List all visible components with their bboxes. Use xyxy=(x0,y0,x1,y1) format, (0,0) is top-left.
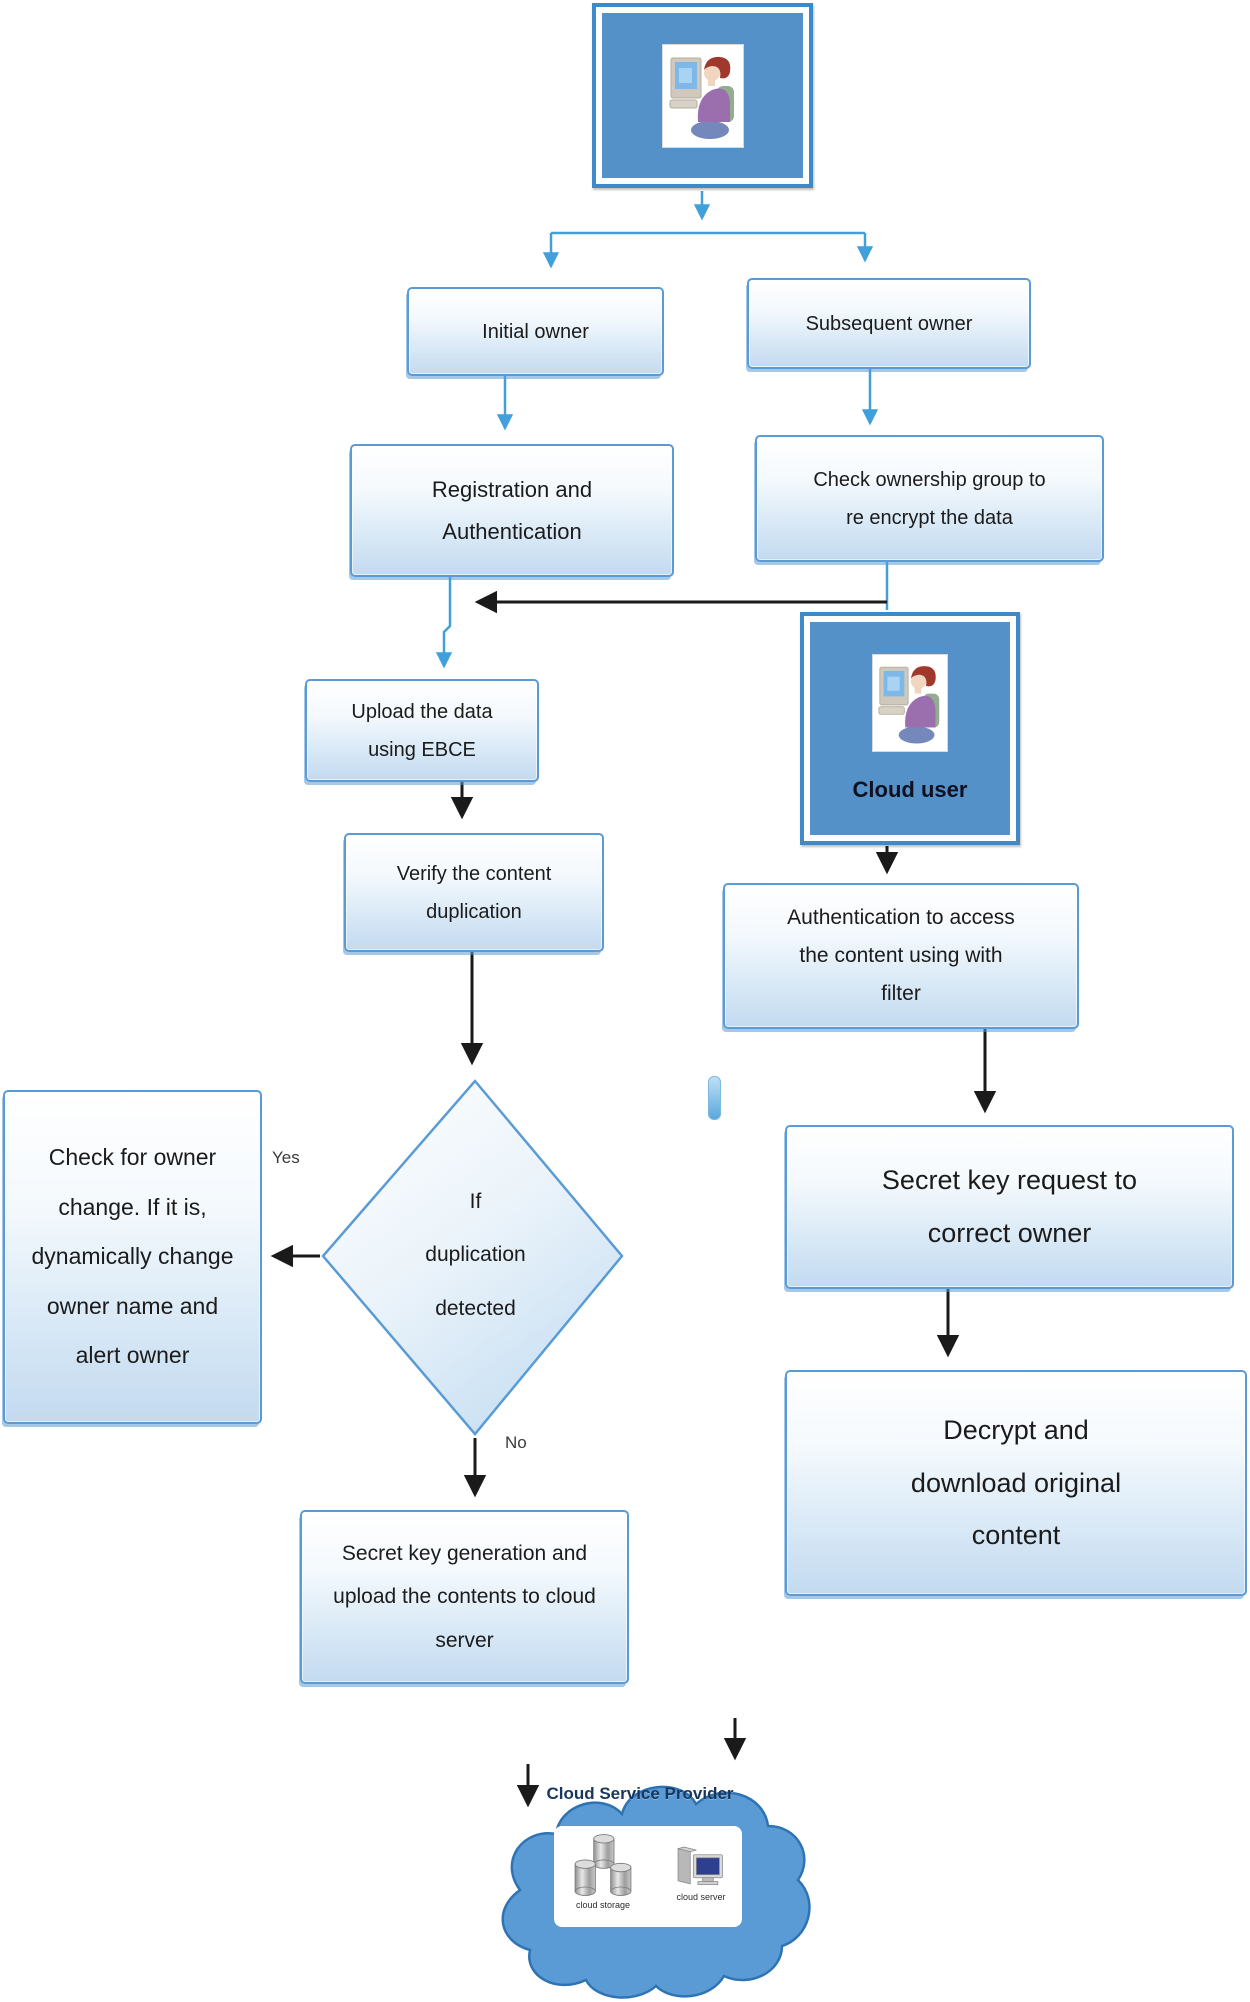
storage-cylinders-icon xyxy=(574,1834,632,1896)
node-check-ownership-label: Check ownership group to re encrypt the … xyxy=(813,468,1046,529)
node-decrypt-download: Decrypt and download original content xyxy=(785,1370,1247,1596)
data-owner-frame xyxy=(592,3,813,188)
blue-connectors xyxy=(435,191,889,669)
node-verify-duplication-label: Verify the content duplication xyxy=(396,862,552,923)
node-check-ownership: Check ownership group to re encrypt the … xyxy=(755,435,1104,562)
node-registration-label: Registration and Authentication xyxy=(431,476,593,544)
connector-to-upload xyxy=(435,574,453,669)
cloud-server-item: cloud server xyxy=(670,1844,732,1902)
node-registration: Registration and Authentication xyxy=(350,444,674,577)
stray-mark xyxy=(708,1076,721,1120)
node-upload-data: Upload the data using EBCE xyxy=(305,679,539,782)
node-decrypt-download-label: Decrypt and download original content xyxy=(910,1415,1122,1551)
computer-server-icon xyxy=(677,1846,723,1886)
node-secret-key-request: Secret key request to correct owner xyxy=(785,1125,1234,1289)
black-connectors xyxy=(270,590,997,1808)
node-owner-change-label: Check for owner change. If it is, dynami… xyxy=(31,1144,234,1369)
cloud-service-provider-label: Cloud Service Provider xyxy=(546,1784,734,1803)
cloud-user-frame: Cloud user xyxy=(800,612,1020,845)
cloud-user-label: Cloud user xyxy=(852,776,968,802)
node-authentication-access-label: Authentication to access the content usi… xyxy=(787,906,1015,1005)
person-at-computer-icon xyxy=(873,654,947,751)
node-secret-key-generation-label: Secret key generation and upload the con… xyxy=(333,1542,596,1652)
cloud-provider-panel: cloud storage cloud server xyxy=(554,1826,742,1927)
node-verify-duplication: Verify the content duplication xyxy=(344,833,604,952)
person-at-computer-icon xyxy=(662,44,743,147)
node-subsequent-owner: Subsequent owner xyxy=(747,278,1031,369)
node-owner-change: Check for owner change. If it is, dynami… xyxy=(3,1090,262,1424)
cloud-user-frame-fill: Cloud user xyxy=(810,622,1010,835)
edge-label-yes: Yes xyxy=(272,1148,300,1167)
node-authentication-access: Authentication to access the content usi… xyxy=(723,883,1079,1029)
cloud-storage-caption: cloud storage xyxy=(575,1900,631,1910)
decision-diamond-label: If duplication detected xyxy=(425,1189,526,1320)
node-subsequent-owner-label: Subsequent owner xyxy=(805,312,973,335)
node-upload-data-label: Upload the data using EBCE xyxy=(351,700,493,761)
node-initial-owner-label: Initial owner xyxy=(482,320,589,343)
node-initial-owner: Initial owner xyxy=(407,287,664,376)
node-secret-key-request-label: Secret key request to correct owner xyxy=(881,1165,1138,1248)
cloud-storage-item: cloud storage xyxy=(564,1832,642,1910)
edge-label-no: No xyxy=(505,1433,527,1452)
data-owner-frame-fill xyxy=(602,13,803,178)
cloud-server-caption: cloud server xyxy=(676,1892,726,1902)
decision-diamond xyxy=(321,1079,624,1436)
node-secret-key-generation: Secret key generation and upload the con… xyxy=(300,1510,629,1684)
